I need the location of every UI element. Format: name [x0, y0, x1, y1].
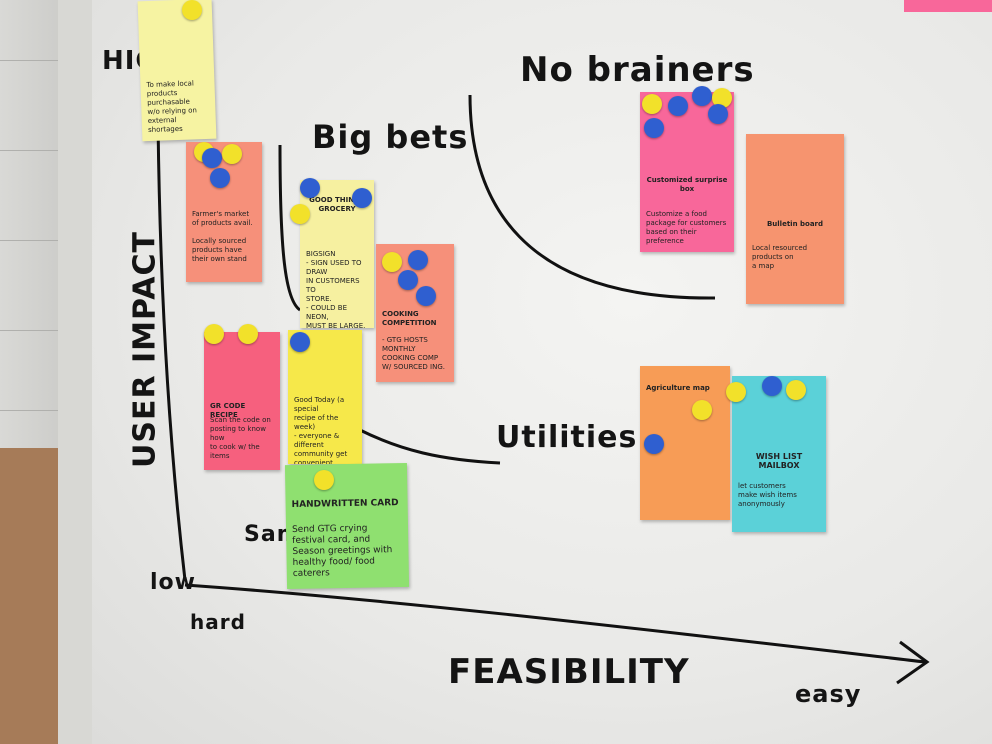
- x-axis-line: [185, 585, 925, 662]
- sticky-note[interactable]: To make local products purchasable w/o r…: [138, 0, 217, 141]
- x-low-label: hard: [190, 610, 246, 634]
- vote-dot-blue: [398, 270, 418, 290]
- note-text: To make local products purchasable w/o r…: [146, 79, 210, 135]
- vote-dot-blue: [416, 286, 436, 306]
- vote-dot-yellow: [290, 204, 310, 224]
- vote-dot-blue: [762, 376, 782, 396]
- note-title: Customized surprise box: [646, 176, 728, 194]
- note-text: Customize a food package for customers b…: [646, 210, 728, 246]
- quadrant-no-brainers: No brainers: [520, 50, 755, 90]
- note-text: Good Today (a special recipe of the week…: [294, 396, 356, 464]
- vote-dot-yellow: [182, 0, 202, 20]
- note-title: Bulletin board: [752, 220, 838, 229]
- vote-dot-blue: [290, 332, 310, 352]
- sticky-note[interactable]: HANDWRITTEN CARD Send GTG crying festiva…: [285, 463, 409, 589]
- vote-dot-yellow: [382, 252, 402, 272]
- note-title: Agriculture map: [646, 384, 724, 393]
- vote-dot-blue: [352, 188, 372, 208]
- utilities-line: [360, 430, 500, 463]
- vote-dot-blue: [668, 96, 688, 116]
- big-bets-line: [280, 145, 300, 310]
- note-text: - GTG HOSTS MONTHLY COOKING COMP W/ SOUR…: [382, 336, 448, 372]
- x-high-label: easy: [795, 680, 861, 708]
- quadrant-utilities: Utilities: [496, 420, 637, 455]
- vote-dot-yellow: [642, 94, 662, 114]
- vote-dot-blue: [644, 118, 664, 138]
- vote-dot-yellow: [726, 382, 746, 402]
- note-text: BIGSIGN - SIGN USED TO DRAW IN CUSTOMERS…: [306, 250, 368, 328]
- note-title: HANDWRITTEN CARD: [292, 499, 402, 510]
- note-text: Farmer's market of products avail. Local…: [192, 210, 256, 264]
- vote-dot-yellow: [238, 324, 258, 344]
- vote-dot-yellow: [204, 324, 224, 344]
- vote-dot-yellow: [692, 400, 712, 420]
- vote-dot-yellow: [786, 380, 806, 400]
- vote-dot-blue: [300, 178, 320, 198]
- sticky-note-edge: [904, 0, 992, 12]
- vote-dot-yellow: [314, 470, 334, 490]
- vote-dot-blue: [408, 250, 428, 270]
- sticky-note[interactable]: WISH LIST MAILBOX let customers make wis…: [732, 376, 826, 532]
- note-text: Send GTG crying festival card, and Seaso…: [292, 523, 403, 580]
- note-title: COOKING COMPETITION: [382, 310, 448, 328]
- quadrant-big-bets: Big bets: [312, 118, 468, 156]
- y-axis-label: USER IMPACT: [128, 225, 163, 475]
- y-low-label: low: [150, 570, 196, 595]
- vote-dot-blue: [692, 86, 712, 106]
- note-text: Local resourced products on a map: [752, 244, 838, 271]
- vote-dot-blue: [644, 434, 664, 454]
- vote-dot-yellow: [222, 144, 242, 164]
- x-axis-label: FEASIBILITY: [448, 652, 690, 692]
- vote-dot-blue: [708, 104, 728, 124]
- vote-dot-blue: [202, 148, 222, 168]
- sticky-note[interactable]: Bulletin board Local resourced products …: [746, 134, 844, 304]
- vote-dot-blue: [210, 168, 230, 188]
- note-title: WISH LIST MAILBOX: [738, 452, 820, 470]
- note-text: Scan the code on posting to know how to …: [210, 416, 274, 461]
- note-text: let customers make wish items anonymousl…: [738, 482, 820, 509]
- sticky-note[interactable]: Farmer's market of products avail. Local…: [186, 142, 262, 282]
- sticky-note[interactable]: GR CODE RECIPE Scan the code on posting …: [204, 332, 280, 470]
